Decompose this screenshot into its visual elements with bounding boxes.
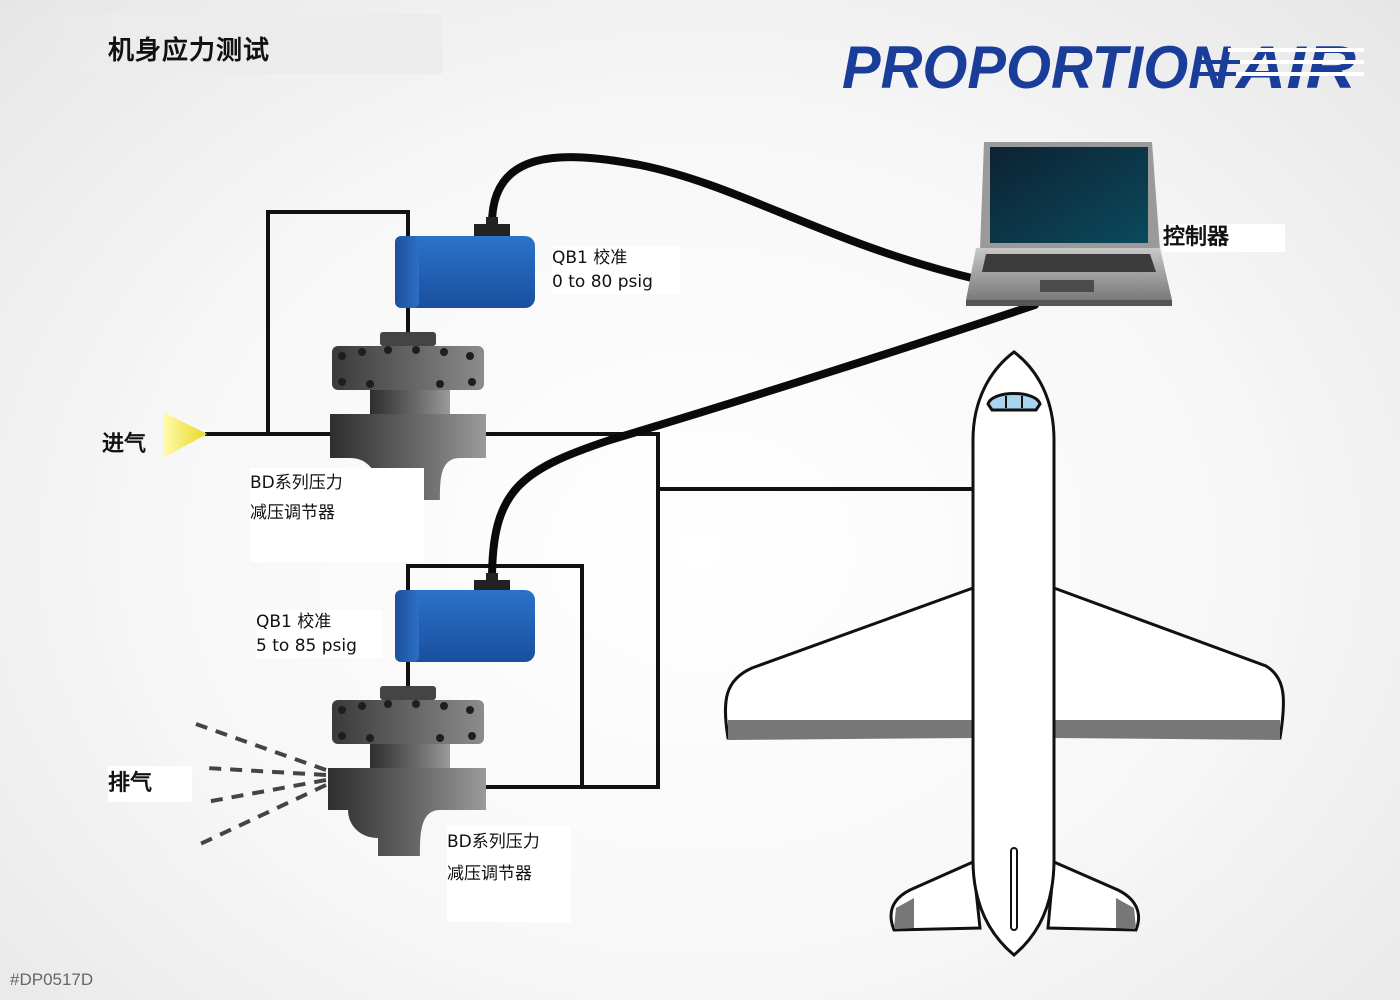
- control-cables: [488, 153, 1039, 584]
- controller-label: 控制器: [1163, 224, 1285, 252]
- document-id: #DP0517D: [10, 970, 94, 989]
- bd-bottom-label-line2: 减压调节器: [447, 864, 532, 884]
- exhaust-spray: [195, 722, 327, 848]
- logo-speed-lines: [1216, 48, 1364, 76]
- logo-part2: AIR: [1234, 34, 1356, 101]
- qb1-bottom-label-line2: 5 to 85 psig: [256, 636, 357, 656]
- laptop-controller: [966, 142, 1172, 306]
- bd-regulator-bottom: [328, 686, 486, 856]
- title-bar: [40, 14, 442, 74]
- qb1-top-label-line1: QB1 校准: [552, 248, 628, 268]
- aircraft: [723, 350, 1285, 957]
- page-title: 机身应力测试: [108, 36, 271, 66]
- bd-regulator-top: [330, 332, 486, 500]
- qb1-top: [395, 217, 535, 308]
- bd-bottom-label: BD系列压力 减压调节器: [447, 826, 571, 922]
- bd-bottom-label-line1: BD系列压力: [447, 832, 540, 852]
- bd-top-label-line1: BD系列压力: [250, 473, 343, 493]
- qb1-bottom: [395, 573, 535, 662]
- logo-part1: PROPORTION: [842, 34, 1232, 101]
- inlet-label: 进气: [102, 432, 147, 457]
- qb1-top-label-line2: 0 to 80 psig: [552, 272, 653, 292]
- exhaust-label: 排气: [108, 766, 192, 802]
- qb1-bottom-label: QB1 校准 5 to 85 psig: [256, 610, 382, 658]
- qb1-bottom-label-line1: QB1 校准: [256, 612, 332, 632]
- inlet-cone: [163, 412, 207, 458]
- qb1-top-label: QB1 校准 0 to 80 psig: [552, 246, 680, 294]
- proportion-air-logo: PROPORTION AIR: [842, 34, 1364, 101]
- bd-top-label-line2: 减压调节器: [250, 503, 335, 523]
- bd-top-label: BD系列压力 减压调节器: [250, 468, 424, 562]
